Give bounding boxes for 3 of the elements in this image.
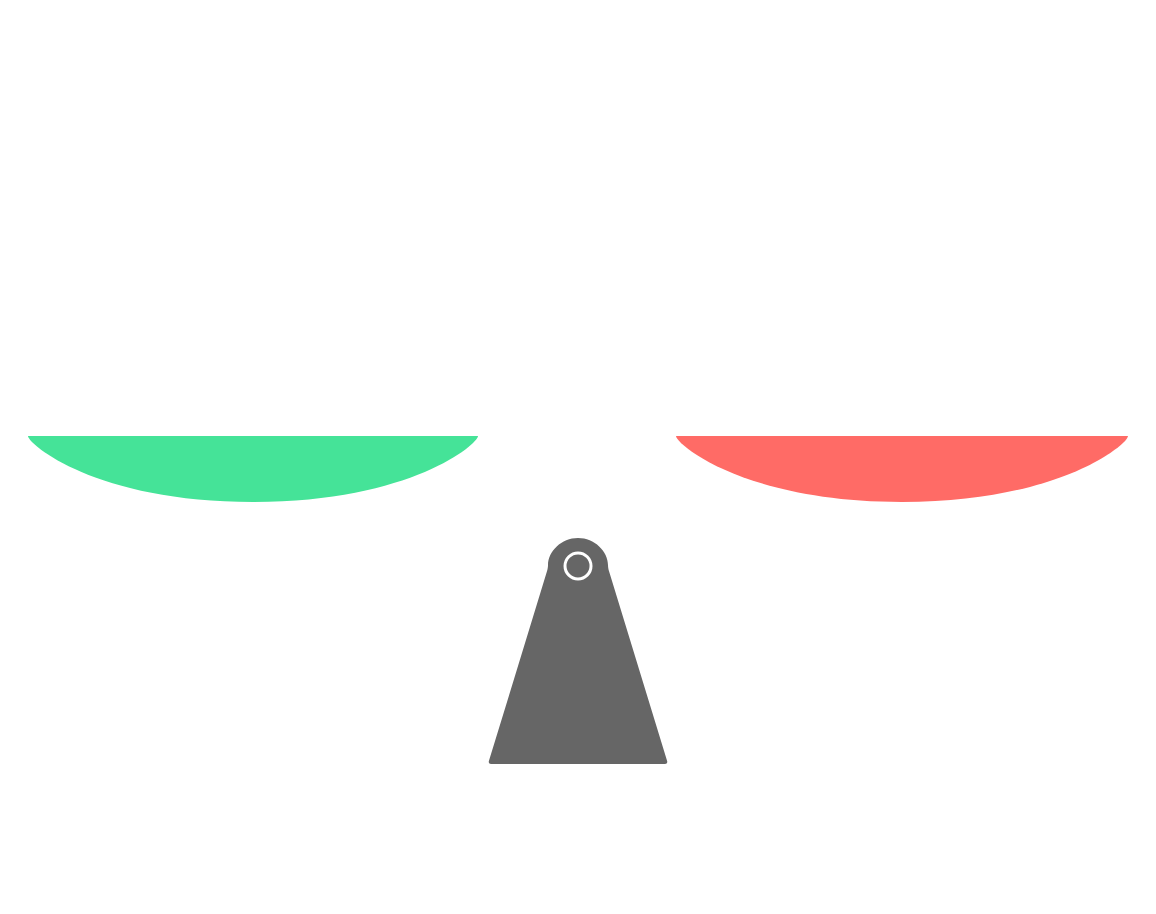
scale-pan (676, 436, 1128, 502)
scale-stand (488, 538, 668, 764)
scale-pan (28, 436, 478, 502)
